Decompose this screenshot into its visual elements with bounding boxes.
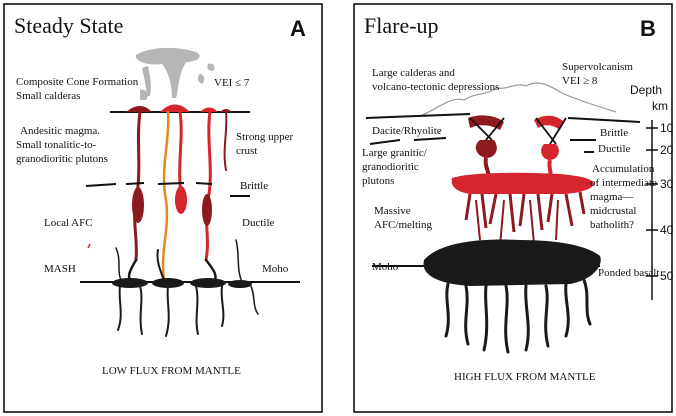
label-andesitic-1: Andesitic magma. (20, 125, 100, 137)
label-upper-crust-2: crust (236, 145, 257, 157)
label-ductile-b: Ductile (598, 143, 630, 155)
label-andesitic-3: granodioritic plutons (16, 153, 108, 165)
panel-a-title: Steady State (14, 13, 123, 38)
panel-a-letter: A (290, 16, 306, 41)
depth-tick-40: 40 (660, 223, 674, 237)
label-cone-line1: Composite Cone Formation (16, 76, 139, 88)
label-km: km (652, 99, 668, 113)
label-super-2: VEI ≥ 8 (562, 75, 598, 87)
label-accum-4: midcrustal (590, 205, 636, 217)
label-accum-3: magma— (590, 191, 634, 203)
label-ponded: Ponded basalt (598, 267, 659, 279)
label-moho-a: Moho (262, 263, 289, 275)
label-calderas-2: volcano-tectonic depressions (372, 81, 499, 93)
depth-tick-30: 30 (660, 177, 674, 191)
label-accum-2: of intermediate (590, 177, 657, 189)
panel-b: Flare-up B (354, 4, 674, 412)
label-accum-5: batholith? (590, 219, 634, 231)
label-andesitic-2: Small tonalitic-to- (16, 139, 97, 151)
label-granitic-3: plutons (362, 175, 394, 187)
label-high-flux: HIGH FLUX FROM MANTLE (454, 371, 596, 383)
label-upper-crust-1: Strong upper (236, 131, 293, 143)
label-mash: MASH (44, 263, 76, 275)
panel-b-letter: B (640, 16, 656, 41)
label-brittle-a: Brittle (240, 180, 268, 192)
label-afc-2: AFC/melting (374, 219, 433, 231)
label-calderas-1: Large calderas and (372, 67, 455, 79)
label-super-1: Supervolcanism (562, 61, 633, 73)
label-brittle-b: Brittle (600, 127, 628, 139)
label-granitic-2: granodioritic (362, 161, 419, 173)
label-ductile-a: Ductile (242, 217, 274, 229)
label-cone-line2: Small calderas (16, 90, 80, 102)
label-accum-1: Accumulation (592, 163, 655, 175)
depth-tick-20: 20 (660, 143, 674, 157)
panel-b-title: Flare-up (364, 13, 439, 38)
label-low-flux: LOW FLUX FROM MANTLE (102, 365, 241, 377)
depth-tick-10: 10 (660, 121, 674, 135)
panel-a: Steady State A (4, 4, 322, 412)
label-afc-1: Massive (374, 205, 411, 217)
depth-tick-50: 50 (660, 269, 674, 283)
label-granitic-1: Large granitic/ (362, 147, 428, 159)
ponded-basalt (423, 240, 600, 286)
label-depth: Depth (630, 83, 662, 97)
label-local-afc: Local AFC (44, 217, 93, 229)
label-moho-b: Moho (372, 261, 399, 273)
label-dacite: Dacite/Rhyolite (372, 125, 442, 137)
label-vei-a: VEI ≤ 7 (214, 77, 250, 89)
